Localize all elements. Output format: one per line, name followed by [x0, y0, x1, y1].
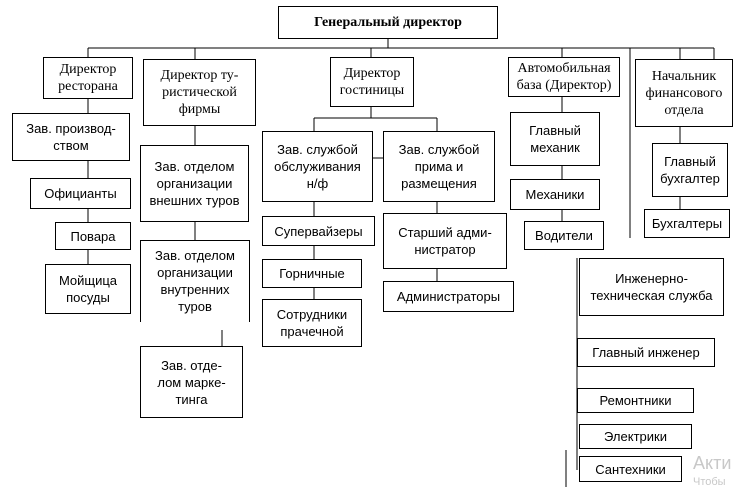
tour-director-box: Директор ту- ристической фирмы — [143, 59, 256, 126]
chief-engineer-box: Главный инженер — [577, 338, 715, 367]
service-head-box: Зав. службой обслуживания н/ф — [262, 131, 373, 202]
electricians-box: Электрики — [579, 424, 692, 449]
dishwashers-box: Мойщица посуды — [45, 264, 131, 314]
supervisors-box: Супервайзеры — [262, 216, 375, 246]
maids-box: Горничные — [262, 259, 362, 288]
laundry-staff-box: Сотрудники прачечной — [262, 299, 362, 347]
repairmen-box: Ремонтники — [577, 388, 694, 413]
engineering-service-box: Инженерно- техническая служба — [579, 258, 724, 316]
accountants-box: Бухгалтеры — [644, 209, 730, 238]
plumbers-box: Сантехники — [579, 456, 682, 482]
restaurant-production-head-box: Зав. производ- ством — [12, 113, 130, 161]
waiters-box: Официанты — [30, 178, 131, 209]
marketing-head-box: Зав. отде- лом марке- тинга — [140, 346, 243, 418]
hotel-director-box: Директор гостиницы — [330, 57, 414, 107]
restaurant-director-box: Директор ресторана — [43, 57, 133, 99]
cooks-box: Повара — [55, 222, 131, 250]
external-tours-head-box: Зав. отделом организации внешних туров — [140, 145, 249, 222]
auto-base-director-box: Автомобильная база (Директор) — [508, 57, 620, 97]
activation-watermark-line1: Акти — [693, 453, 732, 473]
administrators-box: Администраторы — [383, 281, 514, 312]
mechanics-box: Механики — [510, 179, 600, 210]
chief-mechanic-box: Главный механик — [510, 112, 600, 166]
internal-tours-head-box: Зав. отделом организации внутренних туро… — [140, 240, 250, 322]
chief-accountant-box: Главный бухгалтер — [652, 143, 728, 197]
finance-head-box: Начальник финансового отдела — [635, 59, 733, 127]
drivers-box: Водители — [524, 221, 604, 250]
senior-admin-box: Старший адми- нистратор — [383, 213, 507, 269]
ceo-box: Генеральный директор — [278, 6, 498, 39]
reception-head-box: Зав. службой прима и размещения — [383, 131, 495, 202]
activation-watermark-line2: Чтобы — [693, 476, 726, 488]
